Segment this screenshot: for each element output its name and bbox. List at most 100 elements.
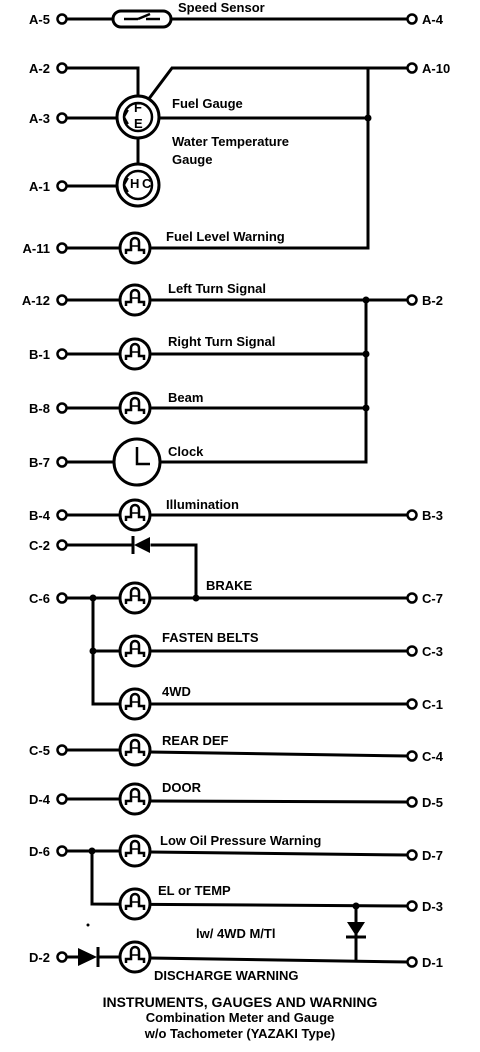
terminal-c4 xyxy=(406,750,418,762)
wire-c4 xyxy=(148,750,409,758)
wire-a2 xyxy=(64,66,140,98)
junction-dot xyxy=(88,847,96,855)
terminal-b3 xyxy=(406,509,418,521)
el-or-temp-bulb-icon xyxy=(118,887,152,921)
diode-4wd-icon xyxy=(346,922,366,939)
label-clock: Clock xyxy=(168,444,204,459)
label-c7: C-7 xyxy=(422,591,443,606)
junction-dot xyxy=(352,902,360,910)
label-b1: B-1 xyxy=(29,347,50,362)
fuel-gauge-e-mark: E xyxy=(134,116,143,131)
junctions xyxy=(88,114,372,910)
terminal-a12 xyxy=(56,294,68,306)
label-b4: B-4 xyxy=(29,508,51,523)
label-a3: A-3 xyxy=(29,111,50,126)
label-d3: D-3 xyxy=(422,899,443,914)
label-4wd-mt-note: lw/ 4WD M/Tl xyxy=(196,926,275,941)
label-a10: A-10 xyxy=(422,61,450,76)
terminal-b4 xyxy=(56,509,68,521)
terminal-a4 xyxy=(406,13,418,25)
terminal-d2 xyxy=(56,951,68,963)
label-fuel-gauge: Fuel Gauge xyxy=(172,96,243,111)
label-d4: D-4 xyxy=(29,792,51,807)
label-speed-sensor: Speed Sensor xyxy=(178,0,265,15)
label-door: DOOR xyxy=(162,780,202,795)
fasten-belts-bulb-icon xyxy=(118,634,152,668)
label-fuel-level-warning: Fuel Level Warning xyxy=(166,229,285,244)
label-left-turn-signal: Left Turn Signal xyxy=(168,281,266,296)
label-a5: A-5 xyxy=(29,12,50,27)
wire-a10 xyxy=(145,66,409,103)
label-c1: C-1 xyxy=(422,697,443,712)
terminal-c2 xyxy=(56,539,68,551)
label-right-turn-signal: Right Turn Signal xyxy=(168,334,275,349)
wiring-diagram: F E H C xyxy=(22,0,450,983)
temp-gauge-c-mark: C xyxy=(142,176,152,191)
label-a12: A-12 xyxy=(22,293,50,308)
label-c3: C-3 xyxy=(422,644,443,659)
label-rear-def: REAR DEF xyxy=(162,733,229,748)
caption-subtitle: Combination Meter and Gauge xyxy=(145,1010,335,1025)
terminal-d1 xyxy=(406,956,418,968)
left-turn-signal-bulb-icon xyxy=(118,283,152,317)
label-d1: D-1 xyxy=(422,955,443,970)
junction-dot xyxy=(362,350,370,358)
junction-dot xyxy=(89,647,97,655)
wire-c2-brake xyxy=(150,543,198,600)
terminal-c6 xyxy=(56,592,68,604)
label-c2: C-2 xyxy=(29,538,50,553)
fuel-gauge-icon xyxy=(115,94,161,140)
label-c4: C-4 xyxy=(422,749,444,764)
terminal-a2 xyxy=(56,62,68,74)
terminal-a11 xyxy=(56,242,68,254)
wire-c6-bus xyxy=(91,596,122,706)
terminal-c3 xyxy=(406,645,418,657)
caption-title: INSTRUMENTS, GAUGES AND WARNING xyxy=(102,994,378,1010)
terminal-c7 xyxy=(406,592,418,604)
label-d7: D-7 xyxy=(422,848,443,863)
label-illumination: Illumination xyxy=(166,497,239,512)
terminal-d5 xyxy=(406,796,418,808)
label-fasten-belts: FASTEN BELTS xyxy=(162,630,259,645)
junction-dot xyxy=(364,114,372,122)
speed-sensor-icon xyxy=(111,9,173,29)
right-turn-signal-bulb-icon xyxy=(118,337,152,371)
label-d2: D-2 xyxy=(29,950,50,965)
clock-icon xyxy=(112,437,162,487)
wire-d1 xyxy=(148,956,409,964)
junction-dot xyxy=(362,404,370,412)
terminal-a5 xyxy=(56,13,68,25)
discharge-warning-bulb-icon xyxy=(118,940,152,974)
terminal-b7 xyxy=(56,456,68,468)
terminal-b2 xyxy=(406,294,418,306)
terminal-a10 xyxy=(406,62,418,74)
terminal-c5 xyxy=(56,744,68,756)
label-a2: A-2 xyxy=(29,61,50,76)
label-d5: D-5 xyxy=(422,795,443,810)
terminal-d3 xyxy=(406,900,418,912)
label-a1: A-1 xyxy=(29,179,50,194)
terminal-d4 xyxy=(56,793,68,805)
junction-dot xyxy=(362,296,370,304)
junction-dot xyxy=(192,594,200,602)
wire-d5 xyxy=(148,799,409,804)
label-b2: B-2 xyxy=(422,293,443,308)
4wd-bulb-icon xyxy=(118,687,152,721)
right-terminals xyxy=(406,13,418,968)
stray-mark xyxy=(86,923,90,927)
label-4wd: 4WD xyxy=(162,684,191,699)
label-a11: A-11 xyxy=(23,241,50,256)
beam-bulb-icon xyxy=(118,391,152,425)
terminal-a3 xyxy=(56,112,68,124)
brake-bulb-icon xyxy=(118,581,152,615)
temp-gauge-h-mark: H xyxy=(130,176,139,191)
low-oil-pressure-bulb-icon xyxy=(118,834,152,868)
label-el-or-temp: EL or TEMP xyxy=(158,883,231,898)
label-c5: C-5 xyxy=(29,743,50,758)
label-water-temperature: Water Temperature xyxy=(172,134,289,149)
terminal-b8 xyxy=(56,402,68,414)
door-bulb-icon xyxy=(118,782,152,816)
rear-def-bulb-icon xyxy=(118,733,152,767)
terminal-d7 xyxy=(406,849,418,861)
terminal-d6 xyxy=(56,845,68,857)
